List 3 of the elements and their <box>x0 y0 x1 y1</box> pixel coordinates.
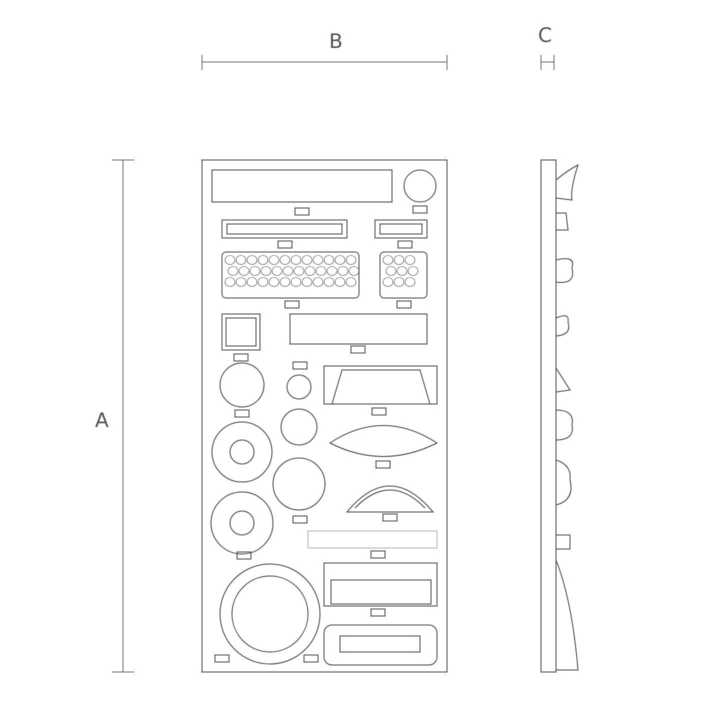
dimension-label: B <box>329 31 343 51</box>
dimension-label: C <box>538 25 552 45</box>
dimension-label: A <box>95 410 109 430</box>
